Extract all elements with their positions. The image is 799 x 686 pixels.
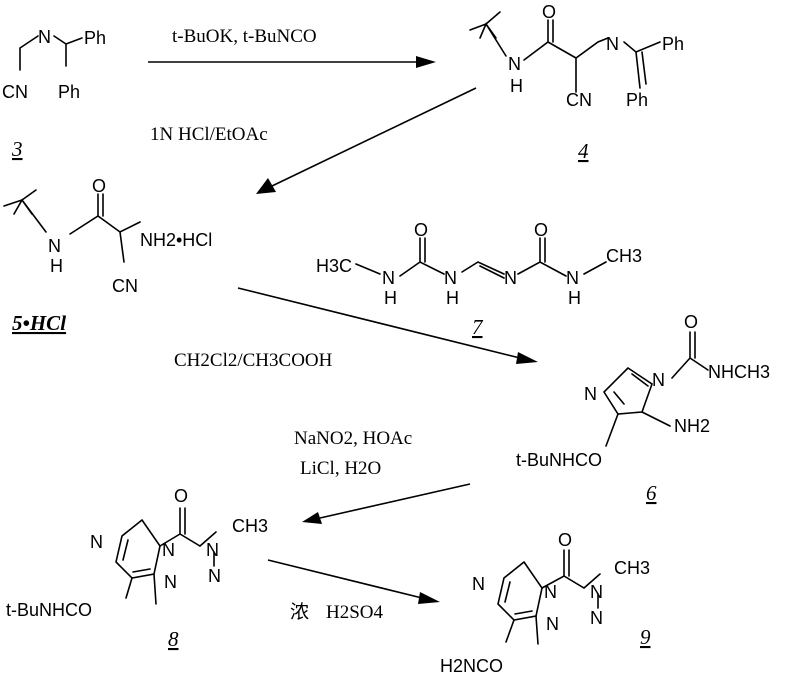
c4-h-label: H xyxy=(510,76,523,96)
compound-6-number: 6 xyxy=(646,481,657,505)
c7-h4-label: H xyxy=(568,288,581,308)
c8-ch3-label: CH3 xyxy=(232,516,268,536)
c9-ch3-label: CH3 xyxy=(614,558,650,578)
c7-n4-label: N xyxy=(566,268,579,288)
c8-n2-label: N xyxy=(162,540,175,560)
c7-h1-label: H xyxy=(384,288,397,308)
c4-o-label: O xyxy=(542,2,556,22)
reagent-step-3: CH2Cl2/CH3COOH xyxy=(174,350,333,371)
c7-ch3-label: CH3 xyxy=(606,246,642,266)
c6-n2-label: N xyxy=(584,384,597,404)
c6-n1-label: N xyxy=(652,370,665,390)
arrow-step-2: 1N HCl/EtOAc xyxy=(150,87,477,194)
c8-n5-label: N xyxy=(164,572,177,592)
reagent-step-4-line-2: LiCl, H2O xyxy=(300,458,381,479)
c5-nh2hcl-label: NH2•HCl xyxy=(140,230,212,250)
compound-4: O N H N Ph Ph CN 4 xyxy=(469,2,684,163)
c7-o2-label: O xyxy=(534,220,548,240)
c7-n3-label: N xyxy=(504,268,517,288)
compound-9: N N O N CH3 N N H2NCO 9 xyxy=(440,530,651,676)
compound-5-hcl: O N H NH2•HCl CN 5•HCl xyxy=(3,176,212,335)
c4-n-label: N xyxy=(508,54,521,74)
reagent-step-2: 1N HCl/EtOAc xyxy=(150,124,268,145)
c3-n-label: N xyxy=(38,27,51,47)
compound-8: N N O N CH3 N N t-BuNHCO 8 xyxy=(6,486,268,651)
c7-n1-label: N xyxy=(382,268,395,288)
c7-h2-label: H xyxy=(446,288,459,308)
arrow-step-5: 浓 H2SO4 xyxy=(267,559,440,623)
c9-o-label: O xyxy=(558,530,572,550)
reagent-step-1: t-BuOK, t-BuNCO xyxy=(172,26,317,47)
c5-o-label: O xyxy=(92,176,106,196)
c4-ph1-label: Ph xyxy=(662,34,684,54)
c9-n5-label: N xyxy=(546,614,559,634)
c7-o1-label: O xyxy=(414,220,428,240)
c6-tbu-label: t-BuNHCO xyxy=(516,450,602,470)
compound-7: H3C N H O N H N O N H CH3 7 xyxy=(316,220,642,339)
c9-n4-label: N xyxy=(590,608,603,628)
compound-4-number: 4 xyxy=(578,139,589,163)
compound-9-number: 9 xyxy=(640,625,651,649)
compound-6: N N O NHCH3 NH2 t-BuNHCO 6 xyxy=(516,312,770,505)
c3-ph1-label: Ph xyxy=(84,28,106,48)
c5-cn-label: CN xyxy=(112,276,138,296)
c4-imine-n-label: N xyxy=(606,34,619,54)
c8-n1-label: N xyxy=(90,532,103,552)
c6-nh2-label: NH2 xyxy=(674,416,710,436)
c3-ph2-label: Ph xyxy=(58,82,80,102)
reagent-step-5-acid: H2SO4 xyxy=(326,602,384,623)
c6-o-label: O xyxy=(684,312,698,332)
c5-n-label: N xyxy=(48,236,61,256)
c9-n2-label: N xyxy=(544,582,557,602)
reagent-step-4-line-1: NaNO2, HOAc xyxy=(294,428,412,449)
arrow-step-4: NaNO2, HOAc LiCl, H2O xyxy=(294,428,471,524)
compound-5-number: 5•HCl xyxy=(12,311,66,335)
compound-8-number: 8 xyxy=(168,627,179,651)
c9-amide-label: H2NCO xyxy=(440,656,503,676)
compound-3-number: 3 xyxy=(11,137,23,161)
arrow-step-1: t-BuOK, t-BuNCO xyxy=(148,26,436,68)
c8-n4-label: N xyxy=(208,566,221,586)
c9-n1-label: N xyxy=(472,574,485,594)
c6-nhch3-label: NHCH3 xyxy=(708,362,770,382)
c8-o-label: O xyxy=(174,486,188,506)
reagent-step-5-char: 浓 xyxy=(290,601,309,623)
compound-7-number: 7 xyxy=(472,315,484,339)
c5-h-label: H xyxy=(50,256,63,276)
c4-cn-label: CN xyxy=(566,90,592,110)
c7-h3c-label: H3C xyxy=(316,256,352,276)
c8-n3-label: N xyxy=(206,540,219,560)
c3-cn-label: CN xyxy=(2,82,28,102)
c9-n3-label: N xyxy=(590,582,603,602)
c7-n2-label: N xyxy=(444,268,457,288)
compound-3: N Ph Ph CN 3 xyxy=(2,27,106,161)
c8-tbu-label: t-BuNHCO xyxy=(6,600,92,620)
c4-ph2-label: Ph xyxy=(626,90,648,110)
arrow-step-3: CH2Cl2/CH3COOH xyxy=(174,287,538,371)
